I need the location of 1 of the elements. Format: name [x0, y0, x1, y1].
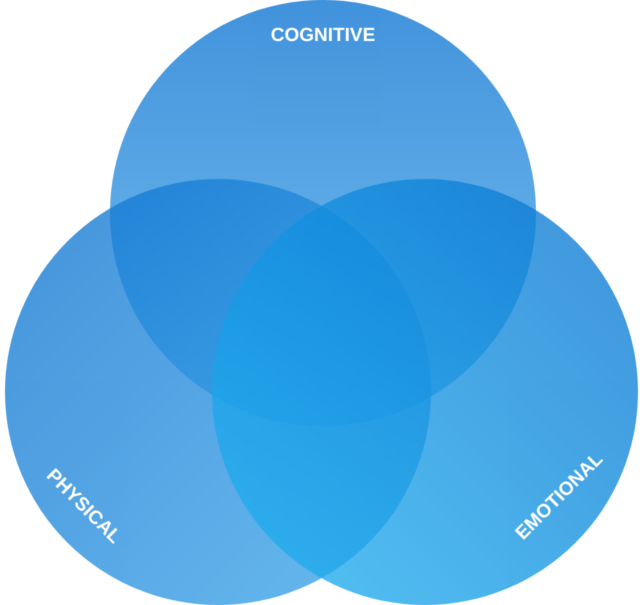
circle-label: COGNITIVE — [270, 24, 376, 48]
